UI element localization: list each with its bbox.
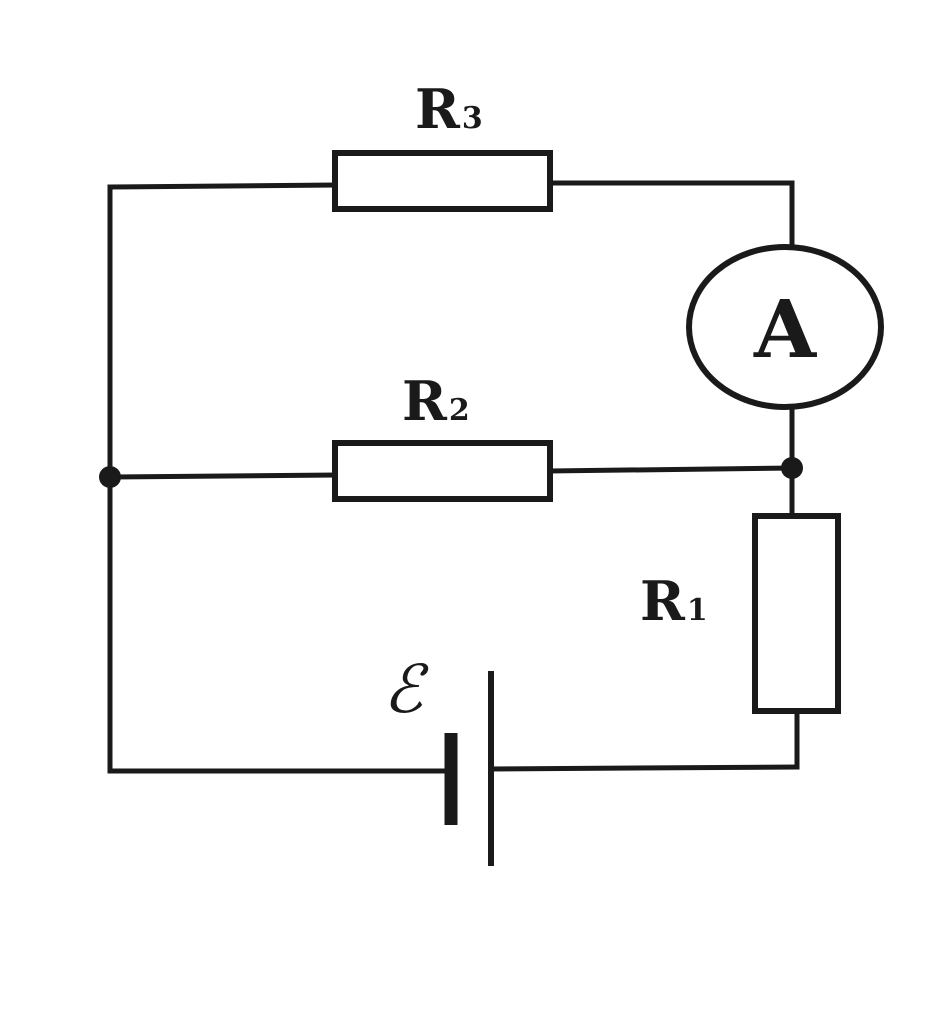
resistor-r3-body	[332, 150, 553, 212]
wire-middle-left	[107, 472, 338, 480]
wire-bottom-right	[488, 764, 800, 772]
ammeter: A	[686, 244, 884, 410]
battery: ℰ	[383, 651, 494, 866]
ammeter-circle	[686, 244, 884, 410]
resistor-r2-body	[332, 440, 553, 502]
wire-top-left	[107, 182, 338, 190]
resistor-r2-label: R2	[402, 369, 470, 433]
resistor-r1: R1	[640, 513, 841, 714]
resistor-r1-body	[752, 513, 841, 714]
resistor-r2: R2	[332, 369, 553, 502]
resistor-r3-label: R3	[415, 77, 483, 141]
junction-node-left	[99, 466, 121, 488]
resistor-r3: R3	[332, 77, 553, 212]
emf-label: ℰ	[383, 651, 429, 728]
ammeter-label: A	[753, 282, 817, 376]
resistor-r1-label: R1	[640, 569, 708, 633]
junction-node-right	[781, 457, 803, 479]
wire-middle-right	[547, 465, 795, 474]
